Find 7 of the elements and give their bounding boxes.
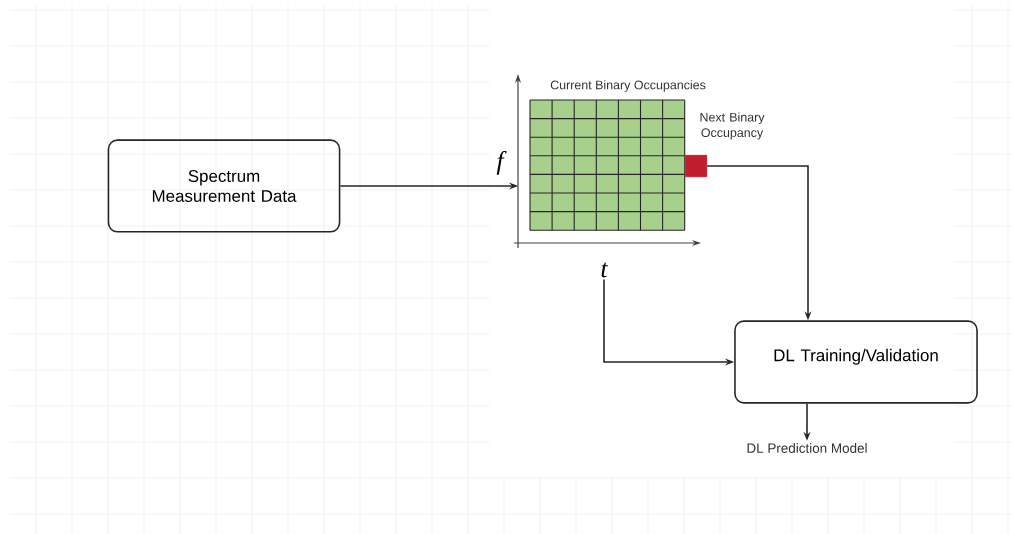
chart-heading: Current Binary Occupancies — [550, 80, 706, 92]
square-heading: Next Binary Occupancy — [700, 112, 765, 140]
axis-label: f — [496, 151, 507, 175]
axis-label: t — [601, 262, 609, 278]
process-box: Spectrum Measurement Data — [107, 139, 341, 233]
process-box: DL Training/Validation — [734, 320, 978, 404]
output-label: DL Prediction Model — [747, 443, 867, 453]
